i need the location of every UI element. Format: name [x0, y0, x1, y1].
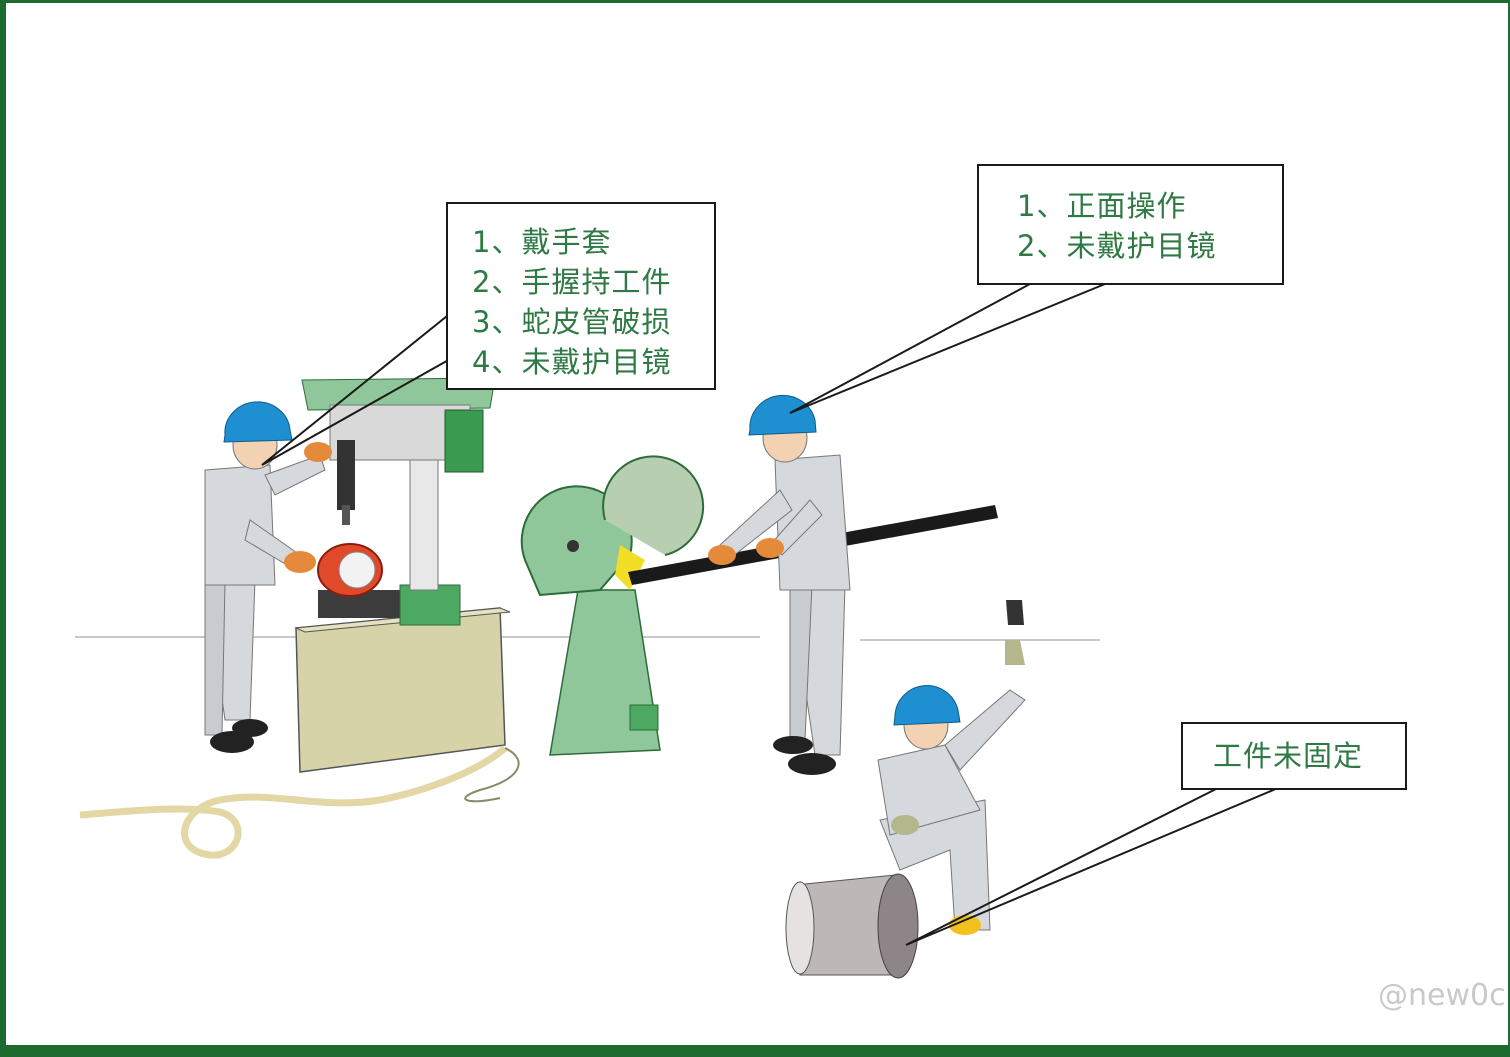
callout-hammer-worker: 工件未固定: [1181, 722, 1407, 790]
unsecured-workpiece: [785, 873, 919, 979]
callout-drill-worker: 1、戴手套 2、手握持工件 3、蛇皮管破损 4、未戴护目镜: [446, 202, 716, 390]
callout-line: 2、未戴护目镜: [1017, 229, 1217, 263]
callout-line: 1、戴手套: [472, 225, 612, 259]
callout-line: 3、蛇皮管破损: [472, 305, 672, 339]
callout-line: 工件未固定: [1213, 739, 1364, 773]
callout-grinder-worker: 1、正面操作 2、未戴护目镜: [977, 164, 1284, 285]
worker-drill: [204, 401, 332, 753]
callout-line: 2、手握持工件: [472, 265, 672, 299]
callout-line: 4、未戴护目镜: [472, 345, 672, 379]
damaged-hose: [79, 745, 508, 859]
bench-grinder: [520, 455, 705, 756]
watermark: @new0c: [1378, 978, 1506, 1013]
callout-line: 1、正面操作: [1017, 189, 1187, 223]
worker-hammer: [877, 600, 1026, 935]
worker-grinder: [708, 394, 851, 775]
callout-pointers: [261, 283, 1279, 946]
drill-press: [294, 377, 511, 773]
